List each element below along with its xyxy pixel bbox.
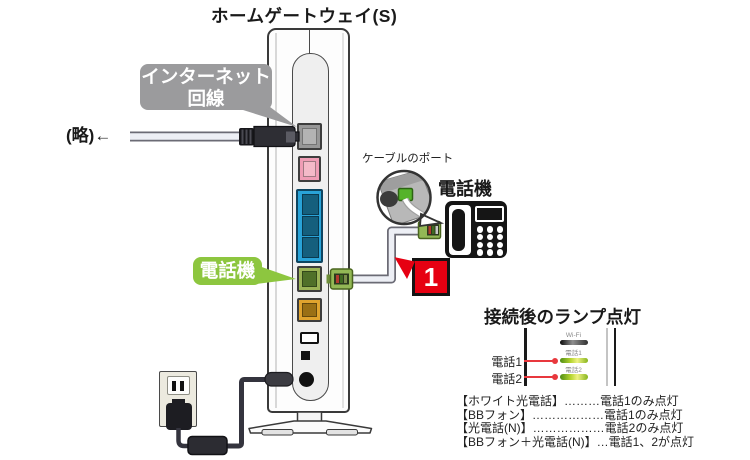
device-edge-line-left: [275, 33, 277, 408]
power-adapter-cord: [226, 377, 266, 449]
power-jack: [299, 371, 314, 387]
lamp-notes: 【ホワイト光電話】………電話1のみ点灯 【BBフォン】………………電話1のみ点灯…: [456, 394, 695, 449]
phone1-pointer-label: 電話1: [491, 355, 522, 369]
wifi-lamp-label: Wi-Fi: [565, 332, 582, 339]
telephone-icon: [445, 201, 507, 258]
phone-cable-connector-phone: [417, 220, 442, 240]
phone2-lamp-label: 電話2: [565, 366, 582, 374]
keypad-dot: [496, 233, 504, 241]
note-line: 【ホワイト光電話】………電話1のみ点灯: [456, 394, 679, 408]
telephone-label: 電話機: [438, 179, 492, 199]
phone1-lamp: [559, 357, 588, 363]
keypad-dot: [486, 233, 494, 241]
internet-port-hole: [301, 127, 317, 145]
phone2-pointer-dot: [551, 374, 558, 380]
keypad-dot: [486, 249, 494, 256]
outlet-socket: [166, 376, 190, 395]
orange-port-hole: [301, 302, 317, 317]
lamp-panel-edge-gray: [606, 328, 608, 386]
phone1-pointer-line: [524, 359, 554, 362]
keypad-dot: [476, 241, 484, 249]
power-plug-cord: [176, 428, 190, 449]
reset-button: [301, 350, 310, 360]
power-plug: [165, 402, 192, 430]
keypad-dot: [486, 226, 494, 233]
step-1-badge: 1: [412, 258, 450, 296]
outlet-slot-right: [180, 381, 184, 391]
note-line: 【光電話(N)】………………電話2のみ点灯: [456, 421, 684, 435]
lamp-panel-edge-right: [613, 328, 616, 386]
device-stand-base: [248, 420, 373, 434]
magnifier-detail: [376, 169, 445, 228]
magnifier-tail: [419, 212, 445, 228]
page-title: ホームゲートウェイ(S): [211, 6, 398, 26]
power-plug-tab: [172, 398, 185, 405]
wifi-lamp: [559, 339, 588, 345]
internet-callout-line1: インターネット: [141, 66, 271, 87]
device-stand-foot-left: [261, 429, 294, 436]
telephone-handset: [452, 208, 465, 251]
phone1-lamp-label: 電話1: [565, 350, 582, 357]
note-line: 【BBフォン】………………電話1のみ点灯: [456, 407, 683, 422]
phone2-pointer-line: [524, 376, 554, 378]
cable-port-label: ケーブルのポート: [362, 153, 454, 165]
device-top-seam: [308, 30, 310, 54]
lan-port-3: [301, 237, 319, 258]
power-adapter: [187, 435, 228, 456]
pink-port-hole: [302, 161, 316, 177]
internet-callout-line2: 回線: [187, 88, 225, 109]
phone2-pointer-label: 電話2: [491, 371, 522, 386]
omitted-label: (略)←: [66, 126, 112, 145]
lamp-section-heading: 接続後のランプ点灯: [484, 307, 641, 327]
lamp-panel-edge-left: [524, 328, 527, 386]
keypad-dot: [476, 233, 484, 241]
outlet-slot-left: [172, 381, 176, 391]
keypad-dot: [496, 249, 504, 256]
telephone-display: [475, 206, 504, 222]
internet-line-callout: インターネット 回線: [140, 64, 272, 110]
orange-port: [296, 297, 322, 322]
keypad-dot: [496, 226, 504, 233]
device-stand-neck: [296, 411, 323, 423]
note-line: 【BBフォン＋光電話(N)】…電話1、2が点灯: [456, 434, 695, 449]
keypad-dot: [486, 241, 494, 249]
pink-port: [297, 156, 321, 182]
phone-port-callout: 電話機: [193, 257, 262, 285]
telephone-keypad: [475, 226, 505, 256]
device-edge-line-right: [342, 33, 344, 408]
device-stand-foot-right: [326, 429, 358, 436]
lan-port-1: [301, 194, 319, 215]
phone2-lamp: [559, 374, 588, 380]
phone-port: [296, 265, 322, 292]
phone-port-hole: [301, 270, 317, 287]
keypad-dot: [476, 249, 484, 256]
keypad-dot: [476, 226, 484, 233]
phone1-pointer-dot: [551, 357, 558, 364]
lan-port-block: [295, 189, 323, 263]
keypad-dot: [496, 241, 504, 249]
lan-port-2: [301, 215, 319, 236]
usb-slot: [299, 331, 319, 344]
internet-port: [296, 122, 322, 150]
